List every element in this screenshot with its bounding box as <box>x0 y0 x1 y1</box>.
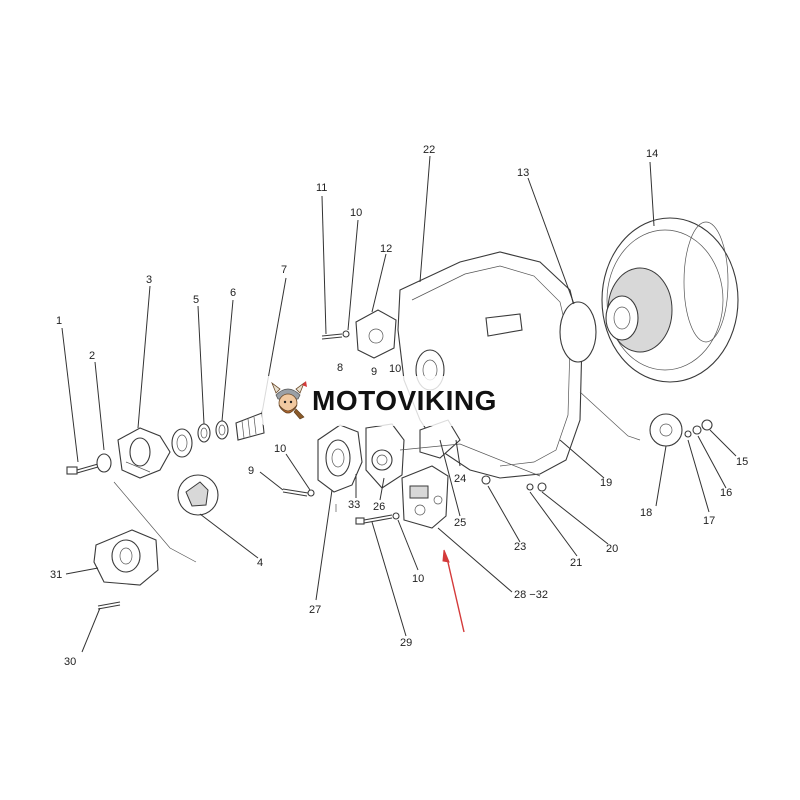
part-6-snap-ring <box>215 420 229 440</box>
part-number-labels: 1 2 3 4 5 6 7 8 9 9 10 10 10 10 11 12 13… <box>50 144 748 668</box>
label-22: 22 <box>423 144 435 156</box>
watermark-banner: MOTOVIKING <box>262 376 534 426</box>
assembly-lines <box>113 391 641 563</box>
label-15: 15 <box>736 456 748 468</box>
part-12-bracket <box>355 309 397 359</box>
part-2-washer <box>96 453 112 473</box>
part-10-washer-c <box>342 330 350 338</box>
label-26: 26 <box>373 501 385 513</box>
label-20: 20 <box>606 543 618 555</box>
label-11: 11 <box>316 182 327 194</box>
part-10-washer <box>307 489 315 497</box>
part-7-shaft <box>235 412 265 441</box>
part-13-o-ring <box>559 301 597 363</box>
label-23: 23 <box>514 541 526 553</box>
indicator-arrow <box>446 557 465 633</box>
leader-lines <box>61 155 737 653</box>
part-14-torque-converter <box>601 217 739 383</box>
part-31-coupling <box>93 529 159 586</box>
part-23-washer <box>481 475 491 485</box>
label-27: 27 <box>309 604 321 616</box>
part-4-seal-detail <box>177 474 219 516</box>
label-1: 1 <box>56 315 62 327</box>
part-5-ring <box>197 423 211 443</box>
label-16: 16 <box>720 487 732 499</box>
part-16-lock-washer <box>692 425 702 435</box>
label-10-top: 10 <box>350 207 362 219</box>
label-33: 33 <box>348 499 360 511</box>
label-9-left: 9 <box>248 465 254 477</box>
part-28-pump-assembly <box>401 465 449 529</box>
label-9-top: 9 <box>371 366 377 378</box>
label-2: 2 <box>89 350 95 362</box>
part-33-gear <box>371 449 393 471</box>
label-8: 8 <box>337 362 343 374</box>
part-17-washer <box>684 430 692 438</box>
part-18-gear <box>649 413 683 447</box>
label-18: 18 <box>640 507 652 519</box>
label-10-mid: 10 <box>389 363 401 375</box>
part-22-housing <box>397 251 583 479</box>
label-12: 12 <box>380 243 392 255</box>
viking-mascot-icon <box>271 381 307 420</box>
label-10-left: 10 <box>274 443 286 455</box>
label-17: 17 <box>703 515 715 527</box>
part-1-bolt <box>66 463 99 475</box>
part-10-washer-b <box>392 512 400 520</box>
part-21-washer <box>526 483 534 491</box>
label-21: 21 <box>570 557 582 569</box>
label-6: 6 <box>230 287 236 299</box>
part-29-bolt <box>355 514 393 525</box>
label-10-bottom: 10 <box>412 573 424 585</box>
part-3-yoke <box>117 427 171 479</box>
part-15-nut <box>701 419 713 431</box>
part-11-bolt <box>321 333 343 340</box>
label-4: 4 <box>257 557 263 569</box>
part-30-bolt <box>97 601 121 610</box>
part-9-bolt <box>282 488 309 497</box>
label-14: 14 <box>646 148 658 160</box>
label-24: 24 <box>454 473 466 485</box>
label-29: 29 <box>400 637 412 649</box>
watermark-text: MOTOVIKING <box>312 385 497 416</box>
part-27-cover <box>317 424 363 493</box>
label-7: 7 <box>281 264 287 276</box>
label-3: 3 <box>146 274 152 286</box>
label-30: 30 <box>64 656 76 668</box>
label-13: 13 <box>517 167 529 179</box>
label-5: 5 <box>193 294 199 306</box>
label-31: 31 <box>50 569 62 581</box>
label-25: 25 <box>454 517 466 529</box>
label-28-32: 28 −32 <box>514 589 548 601</box>
label-19: 19 <box>600 477 612 489</box>
part-4-seal <box>171 428 193 458</box>
indicator-arrowhead <box>442 549 450 563</box>
part-20-nut <box>537 482 547 492</box>
